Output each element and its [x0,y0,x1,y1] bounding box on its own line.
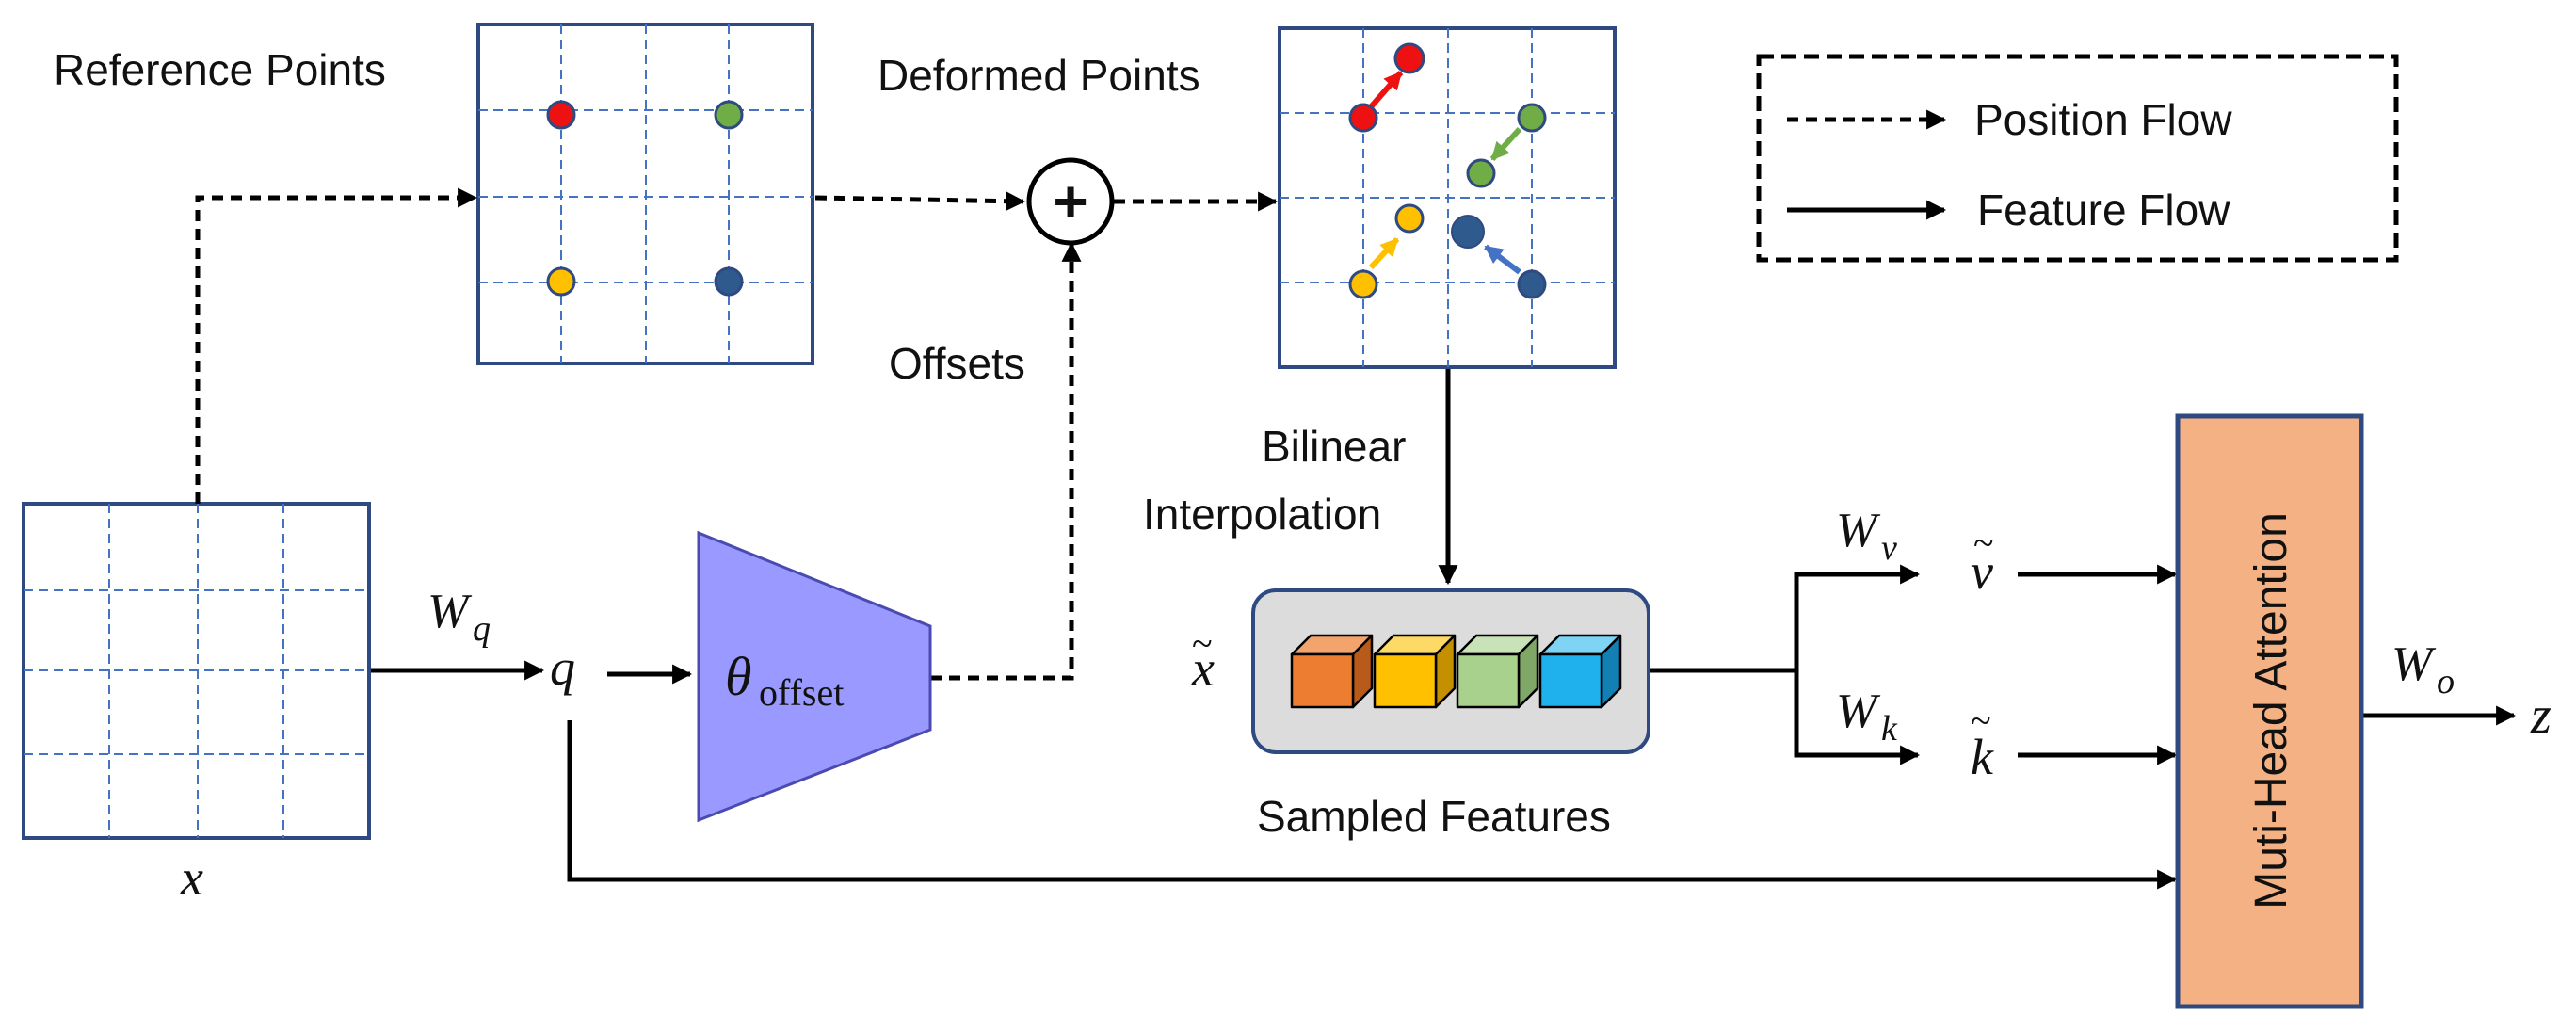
Wk-label: W k [1836,685,1898,749]
offsets-label: Offsets [889,339,1025,388]
reference-point-yellow [546,266,576,297]
svg-text:W: W [1836,685,1881,738]
cube-orange [1290,634,1374,709]
deformed-point-yellow [1394,203,1425,234]
multi-head-attention-block [2175,413,2364,1009]
multi-head-attention-label: Muti-Head Attention [2246,512,2296,910]
legend-position-flow: Position Flow [1974,95,2232,144]
x-tilde-label: x ~ [1191,622,1215,697]
deformed-point-blue [1451,215,1485,249]
k-tilde-label: k ~ [1971,700,1994,785]
svg-text:x: x [1191,640,1215,697]
Wv-label: W v [1836,504,1897,568]
v-tilde-label: v ~ [1971,522,1994,600]
svg-text:k: k [1881,709,1898,749]
reference-point-green [714,100,744,130]
svg-text:θ: θ [725,646,752,707]
offset-arrow-red [1365,71,1404,112]
cube-green [1456,634,1539,709]
svg-text:~: ~ [1971,700,1991,742]
input-x-label: x [180,849,203,906]
offset-network [697,530,932,823]
svg-text:W: W [2391,637,2437,691]
feature-flow-lines [567,564,2517,890]
sampled-feature-cubes [1290,634,1622,709]
svg-text:v: v [1881,528,1897,568]
reference-point-blue [714,266,744,297]
svg-text:~: ~ [1192,622,1213,665]
interpolation-label: Interpolation [1143,490,1381,539]
offset-to-plus-arrow [930,241,1082,681]
offset-arrow-green [1489,126,1522,162]
query-q-label: q [550,639,575,696]
svg-text:W: W [1836,504,1881,557]
cube-blue [1538,634,1622,709]
reference-points-grid [476,23,814,365]
deformed-point-red [1393,42,1425,74]
legend-feature-flow: Feature Flow [1977,185,2230,234]
deformed-point-green [1466,158,1496,188]
position-flow-arrows [195,187,1279,681]
svg-text:k: k [1971,729,1994,785]
deformed-origin-yellow [1348,269,1378,299]
input-feature-map [22,502,371,840]
deformed-origin-blue [1517,269,1547,299]
deformed-origin-red [1348,103,1378,133]
plus-icon: + [1053,168,1087,235]
branch-to-k [1794,670,1921,765]
bilinear-label: Bilinear [1262,422,1406,471]
reference-points-label: Reference Points [54,45,386,94]
offset-arrow-yellow [1368,236,1400,270]
legend: Position Flow Feature Flow [1756,54,2399,263]
q-to-attention [567,720,2178,890]
branch-to-v [1794,564,1921,670]
deformed-origin-green [1517,103,1547,133]
svg-text:~: ~ [1973,522,1994,564]
reference-to-plus-arrow [814,191,1026,212]
sum-node: + [1026,157,1115,246]
reference-point-red [546,100,576,130]
svg-text:offset: offset [759,671,844,714]
Wq-label: W q [427,585,491,649]
offset-arrow-blue [1484,244,1521,275]
svg-text:v: v [1971,543,1993,600]
theta-offset-label: θ offset [725,646,844,714]
deformed-points-label: Deformed Points [877,51,1200,100]
Wo-label: W o [2391,637,2455,701]
svg-text:o: o [2437,662,2455,701]
x-to-reference-arrow [195,187,478,504]
deformed-points-grid [1278,26,1617,369]
cube-yellow [1373,634,1457,709]
output-z-label: z [2530,686,2552,745]
sampled-features-label: Sampled Features [1257,792,1611,841]
svg-text:W: W [427,585,473,638]
svg-text:q: q [473,609,491,649]
